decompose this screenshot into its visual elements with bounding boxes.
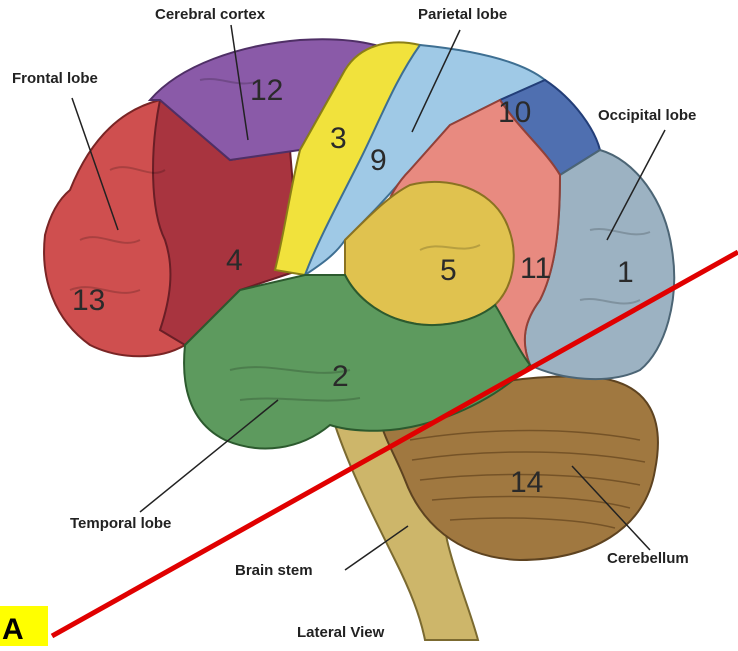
caption-lateral-view: Lateral View bbox=[297, 624, 384, 641]
label-cerebellum: Cerebellum bbox=[607, 550, 689, 567]
region-number-12: 12 bbox=[250, 74, 283, 107]
region-number-9: 9 bbox=[370, 144, 387, 177]
region-number-2: 2 bbox=[332, 360, 349, 393]
label-parietal-lobe: Parietal lobe bbox=[418, 6, 507, 23]
region-number-3: 3 bbox=[330, 122, 347, 155]
region-number-11: 11 bbox=[520, 252, 551, 285]
region-number-4: 4 bbox=[226, 244, 243, 277]
region-number-10: 10 bbox=[498, 96, 531, 129]
label-temporal-lobe: Temporal lobe bbox=[70, 515, 171, 532]
label-frontal-lobe: Frontal lobe bbox=[12, 70, 98, 87]
label-cerebral-cortex: Cerebral cortex bbox=[155, 6, 265, 23]
region-number-14: 14 bbox=[510, 466, 543, 499]
label-occipital-lobe: Occipital lobe bbox=[598, 107, 696, 124]
region-number-1: 1 bbox=[617, 256, 634, 289]
annotation-badge-a: A bbox=[0, 606, 48, 646]
region-number-13: 13 bbox=[72, 284, 105, 317]
region-number-5: 5 bbox=[440, 254, 457, 287]
label-brain-stem: Brain stem bbox=[235, 562, 313, 579]
